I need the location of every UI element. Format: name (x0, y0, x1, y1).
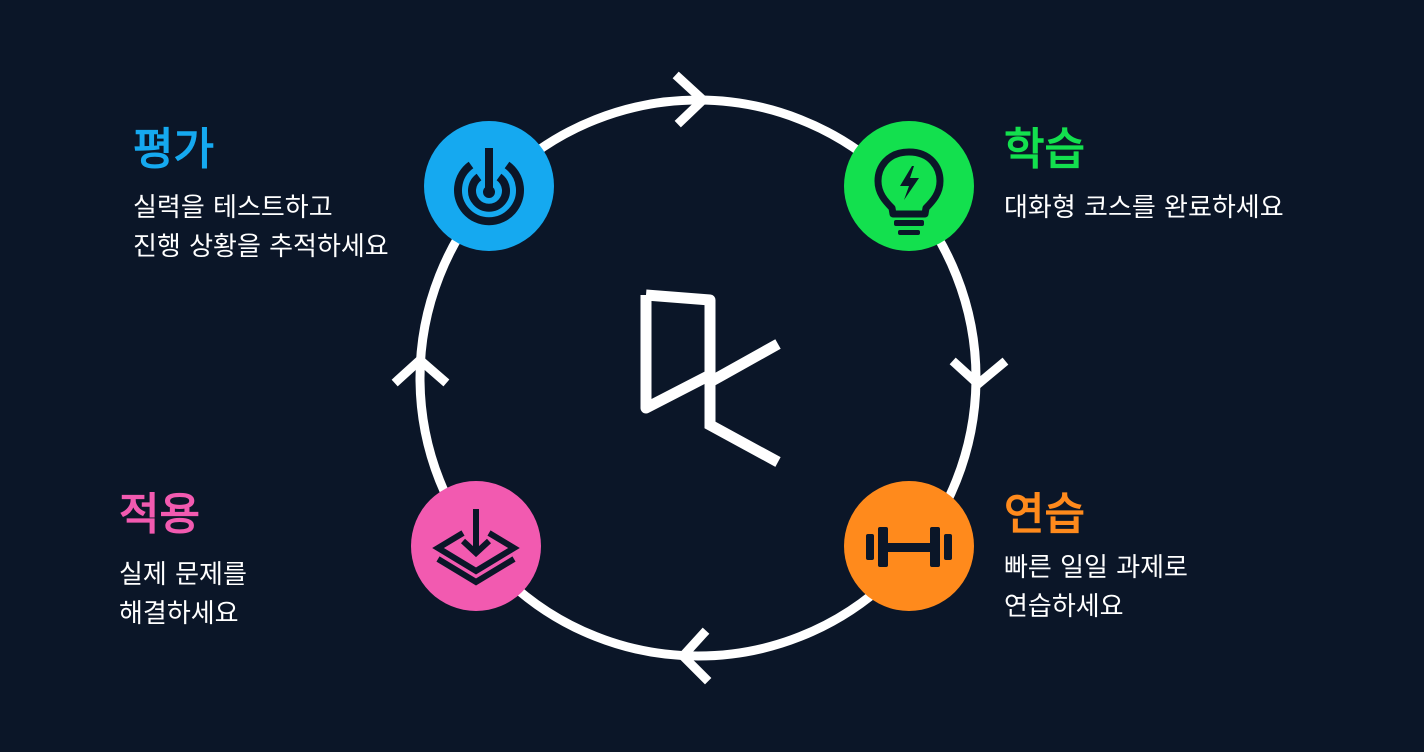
stage-node-assess (424, 121, 554, 251)
arrow-right-icon (949, 357, 1009, 390)
stage-title-learn: 학습 (1004, 124, 1085, 175)
arrow-top-icon (672, 71, 710, 128)
lightbulb-icon (874, 148, 944, 235)
stage-node-practice (844, 481, 974, 611)
stage-node-learn (844, 121, 974, 251)
download-layers-icon (432, 509, 520, 586)
target-icon (454, 148, 524, 226)
stage-node-apply (411, 481, 541, 611)
dumbbell-icon (866, 527, 952, 567)
stage-title-apply: 적용 (119, 489, 200, 540)
stage-description-assess: 실력을 테스트하고 진행 상황을 추적하세요 (133, 193, 389, 262)
stage-description-learn: 대화형 코스를 완료하세요 (1004, 193, 1284, 223)
stage-title-assess: 평가 (133, 124, 214, 175)
stage-title-practice: 연습 (1004, 489, 1085, 540)
datacamp-logo (640, 289, 781, 467)
stage-description-practice: 빠른 일일 과제로 연습하세요 (1004, 553, 1188, 622)
arrow-bottom-icon (676, 627, 712, 685)
arrow-left-icon (391, 353, 450, 387)
stage-description-apply: 실제 문제를 해결하세요 (119, 560, 247, 629)
